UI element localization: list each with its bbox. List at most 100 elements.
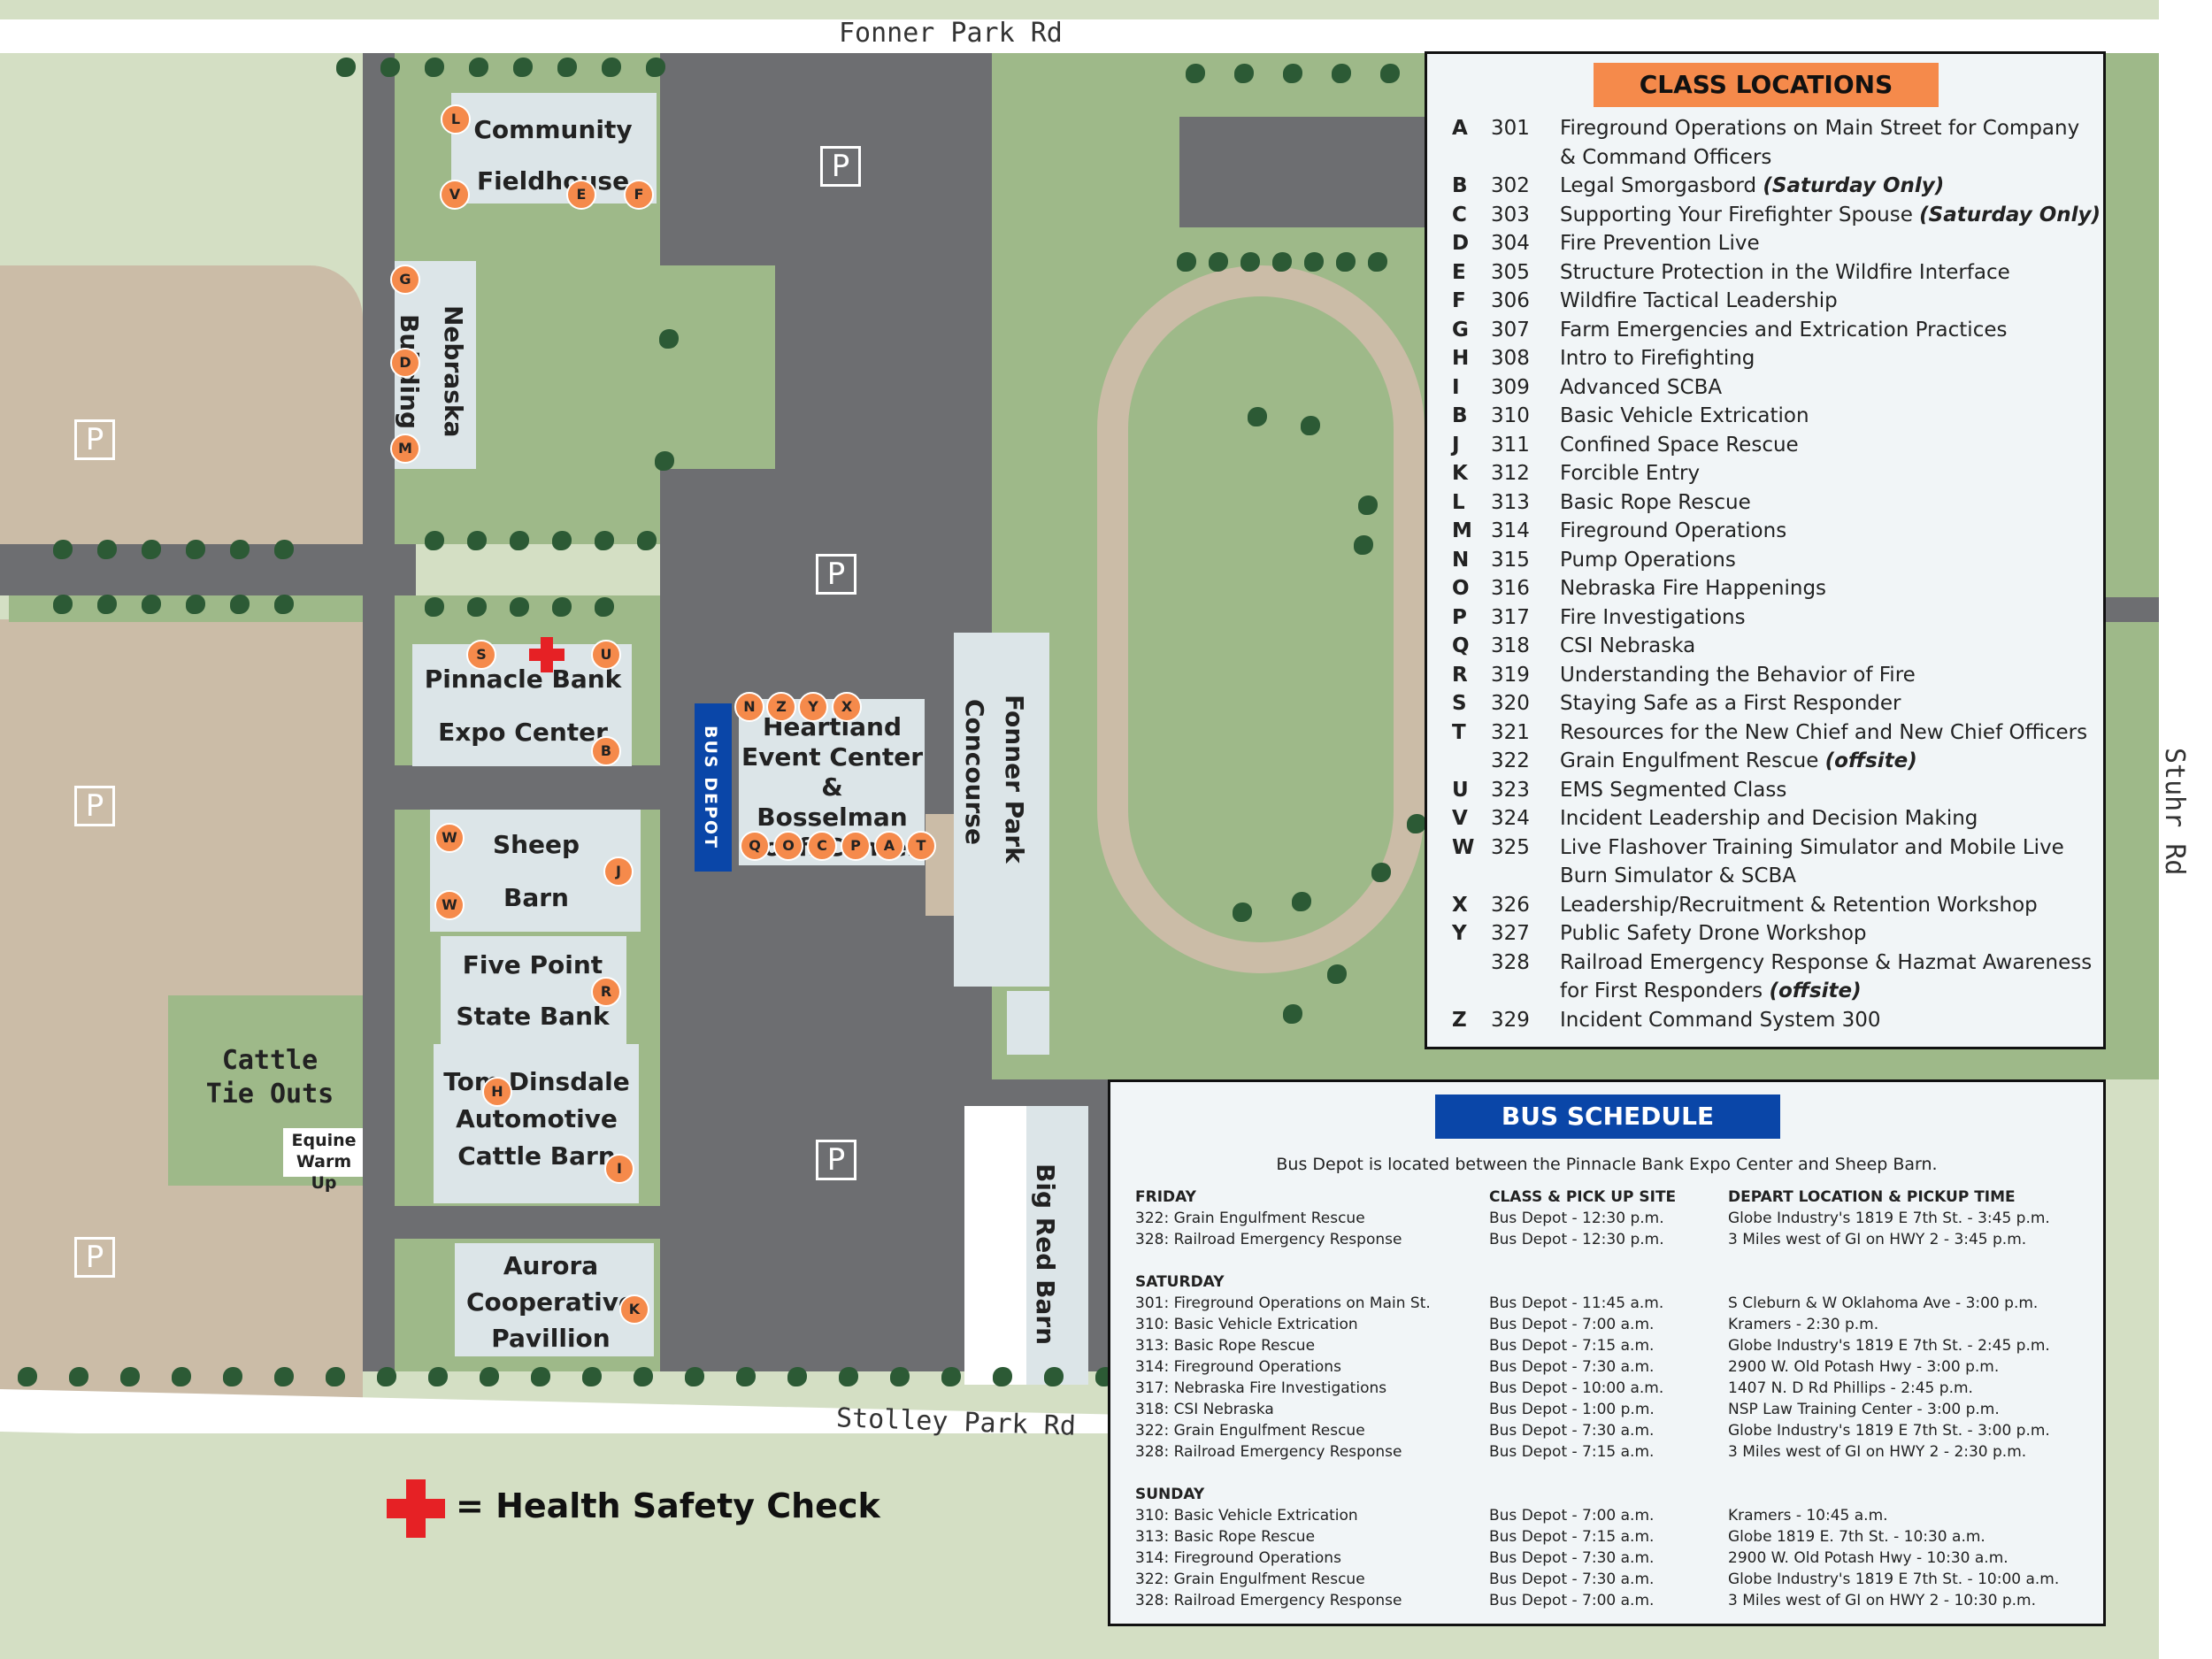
tree-icon — [513, 58, 533, 77]
pin-U[interactable]: U — [591, 640, 621, 670]
pin-W-2[interactable]: W — [434, 890, 465, 920]
schedule-header: DEPART LOCATION & PICKUP TIME — [1728, 1188, 2016, 1206]
road-name-north: Fonner Park Rd — [839, 18, 1063, 49]
cattle-tie-outs-label: Cattle Tie Outs — [205, 1045, 334, 1110]
tree-icon — [425, 58, 444, 77]
parking-sign-2: P — [816, 554, 856, 595]
pin-F[interactable]: F — [624, 180, 654, 210]
tree-icon — [326, 1367, 345, 1386]
schedule-cell: 313: Basic Rope Rescue — [1135, 1528, 1316, 1546]
schedule-cell: Bus Depot - 7:00 a.m. — [1489, 1316, 1655, 1333]
class-title: Basic Vehicle Extrication — [1560, 404, 1809, 427]
schedule-cell: 2900 W. Old Potash Hwy - 10:30 a.m. — [1728, 1549, 2008, 1567]
class-title: EMS Segmented Class — [1560, 778, 1787, 802]
class-letter: B — [1452, 174, 1468, 197]
tree-icon — [1301, 416, 1320, 435]
class-number: 318 — [1491, 634, 1530, 657]
bus-schedule-subtitle: Bus Depot is located between the Pinnacl… — [1276, 1155, 1938, 1174]
tree-icon — [1380, 64, 1400, 83]
tree-icon — [595, 597, 614, 617]
class-title: Legal Smorgasbord (Saturday Only) — [1560, 174, 1945, 197]
spacer — [1728, 1484, 2100, 1505]
pin-C[interactable]: C — [807, 831, 837, 861]
equine-warm-up — [283, 1128, 365, 1177]
schedule-cell: Bus Depot - 7:15 a.m. — [1489, 1443, 1655, 1461]
bus-schedule-title: BUS SCHEDULE — [1435, 1094, 1780, 1139]
pin-W-1[interactable]: W — [434, 823, 465, 853]
pin-E[interactable]: E — [566, 180, 596, 210]
pin-N[interactable]: N — [734, 692, 764, 722]
tree-icon — [637, 531, 657, 550]
class-number: 313 — [1491, 490, 1530, 514]
schedule-cell: 301: Fireground Operations on Main St. — [1135, 1294, 1431, 1312]
pin-H[interactable]: H — [482, 1077, 512, 1107]
class-number: 303 — [1491, 203, 1530, 227]
class-title: CSI Nebraska — [1560, 634, 1696, 657]
class-title: Resources for the New Chief and New Chie… — [1560, 720, 2088, 744]
pin-A[interactable]: A — [874, 831, 904, 861]
schedule-cell: Bus Depot - 7:00 a.m. — [1489, 1507, 1655, 1525]
pin-V[interactable]: V — [440, 180, 470, 210]
class-number: 309 — [1491, 375, 1530, 399]
class-number: 325 — [1491, 835, 1530, 859]
pin-R[interactable]: R — [591, 977, 621, 1007]
pin-Q[interactable]: Q — [740, 831, 770, 861]
tree-icon — [659, 329, 679, 349]
schedule-cell: 3 Miles west of GI on HWY 2 - 10:30 p.m. — [1728, 1592, 2036, 1609]
class-row: B 302 Legal Smorgasbord (Saturday Only) — [1427, 172, 2100, 201]
tree-icon — [142, 595, 161, 614]
class-number: 322 — [1491, 749, 1530, 772]
pin-S[interactable]: S — [466, 640, 496, 670]
pin-G[interactable]: G — [390, 265, 420, 295]
tree-icon — [941, 1367, 961, 1386]
pin-K[interactable]: K — [619, 1294, 649, 1325]
schedule-cell: NSP Law Training Center - 3:00 p.m. — [1728, 1401, 2000, 1418]
pin-J[interactable]: J — [603, 856, 634, 887]
pin-L[interactable]: L — [441, 104, 471, 134]
class-letter: T — [1452, 720, 1466, 744]
schedule-cell: 2900 W. Old Potash Hwy - 3:00 p.m. — [1728, 1358, 2000, 1376]
tree-icon — [186, 540, 205, 559]
schedule-cell: Bus Depot - 10:00 a.m. — [1489, 1379, 1664, 1397]
big-red-barn-label: Big Red Barn — [1031, 1164, 1060, 1346]
big-red-barn-roof — [964, 1106, 1026, 1385]
pin-X[interactable]: X — [832, 692, 862, 722]
class-letter: M — [1452, 519, 1472, 542]
pin-M[interactable]: M — [390, 434, 420, 464]
pin-P[interactable]: P — [841, 831, 871, 861]
tree-icon — [425, 531, 444, 550]
tree-icon — [274, 540, 294, 559]
tree-icon — [1044, 1367, 1064, 1386]
pin-Z[interactable]: Z — [766, 692, 796, 722]
class-number: 316 — [1491, 577, 1530, 600]
nebraska-building-label-1: Nebraska — [439, 305, 468, 438]
pin-I[interactable]: I — [604, 1154, 634, 1184]
tree-icon — [1283, 1004, 1302, 1024]
class-title: Supporting Your Firefighter Spouse (Satu… — [1560, 203, 2101, 227]
pin-B[interactable]: B — [591, 736, 621, 766]
concourse-annex — [1007, 991, 1049, 1055]
pin-Y[interactable]: Y — [798, 692, 828, 722]
tree-icon — [1358, 495, 1378, 515]
class-title: Incident Command System 300 — [1560, 1008, 1881, 1032]
schedule-cell: Globe Industry's 1819 E 7th St. - 2:45 p… — [1728, 1337, 2050, 1355]
tree-icon — [120, 1367, 140, 1386]
class-letter: W — [1452, 835, 1475, 859]
tree-icon — [469, 58, 488, 77]
concourse-plaza — [926, 814, 954, 916]
class-number: 302 — [1491, 174, 1530, 197]
tree-icon — [230, 540, 250, 559]
pin-O[interactable]: O — [773, 831, 803, 861]
schedule-cell: Bus Depot - 12:30 p.m. — [1489, 1231, 1664, 1248]
legend-health-cross-icon — [387, 1479, 445, 1538]
schedule-day-sunday: SUNDAY — [1135, 1486, 1205, 1503]
pin-D[interactable]: D — [390, 348, 420, 378]
pin-T[interactable]: T — [906, 831, 936, 861]
east-edge — [2159, 0, 2212, 1659]
spacer — [1489, 1463, 1719, 1484]
schedule-cell: 318: CSI Nebraska — [1135, 1401, 1274, 1418]
